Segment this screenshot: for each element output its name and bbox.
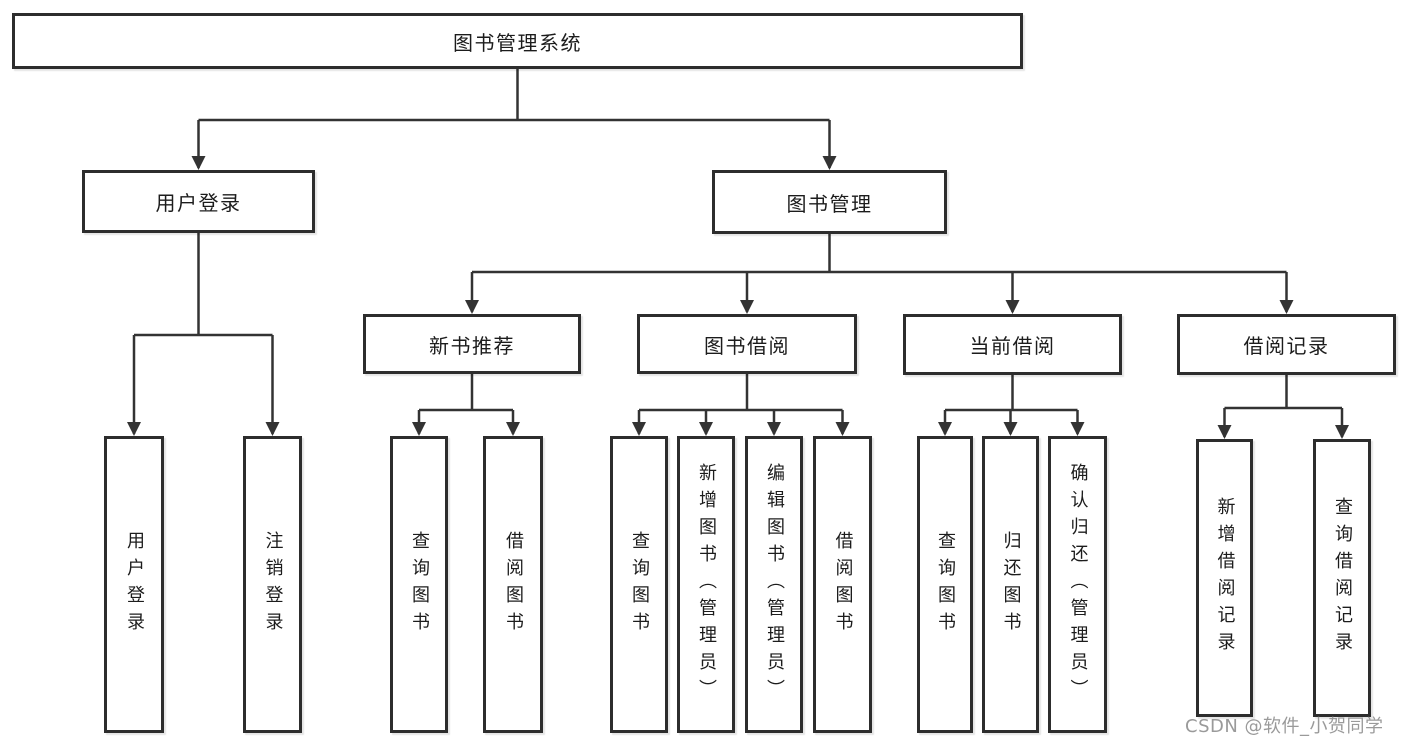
node-leaf-user-login: 用户登录 xyxy=(104,436,164,733)
node-label: 借阅图书 xyxy=(503,530,524,639)
node-label: 图书管理 xyxy=(786,191,873,216)
node-label: 新增借阅记录 xyxy=(1214,497,1236,659)
node-label: 图书管理系统 xyxy=(453,30,582,55)
node-label: 注销登录 xyxy=(262,530,284,639)
node-label: 借阅图书 xyxy=(832,530,854,639)
node-new-book-recommend: 新书推荐 xyxy=(363,314,581,374)
node-label: 编辑图书（管理员） xyxy=(764,463,785,706)
node-leaf-borrow-books: 借阅图书 xyxy=(813,436,872,733)
node-leaf-query-books: 查询图书 xyxy=(917,436,973,733)
node-leaf-logout: 注销登录 xyxy=(243,436,302,733)
node-user-login-module: 用户登录 xyxy=(82,170,315,233)
node-leaf-confirm-return-admin: 确认归还（管理员） xyxy=(1048,436,1107,733)
node-leaf-query-books: 查询图书 xyxy=(610,436,668,733)
node-label: 确认归还（管理员） xyxy=(1067,463,1089,706)
node-leaf-add-borrow-record: 新增借阅记录 xyxy=(1196,439,1253,717)
node-book-borrowing: 图书借阅 xyxy=(637,314,857,374)
node-leaf-borrow-books: 借阅图书 xyxy=(483,436,543,733)
node-current-borrowing: 当前借阅 xyxy=(903,314,1122,375)
node-label: 查询借阅记录 xyxy=(1332,497,1353,659)
node-label: 新增图书（管理员） xyxy=(696,463,717,706)
node-label: 查询图书 xyxy=(409,530,430,639)
node-leaf-query-books: 查询图书 xyxy=(390,436,448,733)
node-label: 用户登录 xyxy=(124,530,145,639)
node-leaf-query-borrow-record: 查询借阅记录 xyxy=(1313,439,1371,717)
node-label: 图书借阅 xyxy=(704,333,790,358)
node-system-root: 图书管理系统 xyxy=(12,13,1023,69)
node-label: 归还图书 xyxy=(1000,530,1022,639)
node-leaf-edit-books-admin: 编辑图书（管理员） xyxy=(745,436,803,733)
node-leaf-return-books: 归还图书 xyxy=(982,436,1039,733)
node-label: 查询图书 xyxy=(935,530,956,639)
node-label: 新书推荐 xyxy=(429,333,515,358)
node-label: 当前借阅 xyxy=(969,334,1056,358)
csdn-watermark: CSDN @软件_小贺同学 xyxy=(1185,716,1384,737)
node-label: 借阅记录 xyxy=(1243,334,1330,358)
node-label: 查询图书 xyxy=(629,530,650,639)
node-borrowing-records: 借阅记录 xyxy=(1177,314,1396,375)
node-label: 用户登录 xyxy=(155,191,242,215)
node-book-management-module: 图书管理 xyxy=(712,170,947,234)
node-leaf-add-books-admin: 新增图书（管理员） xyxy=(677,436,735,733)
